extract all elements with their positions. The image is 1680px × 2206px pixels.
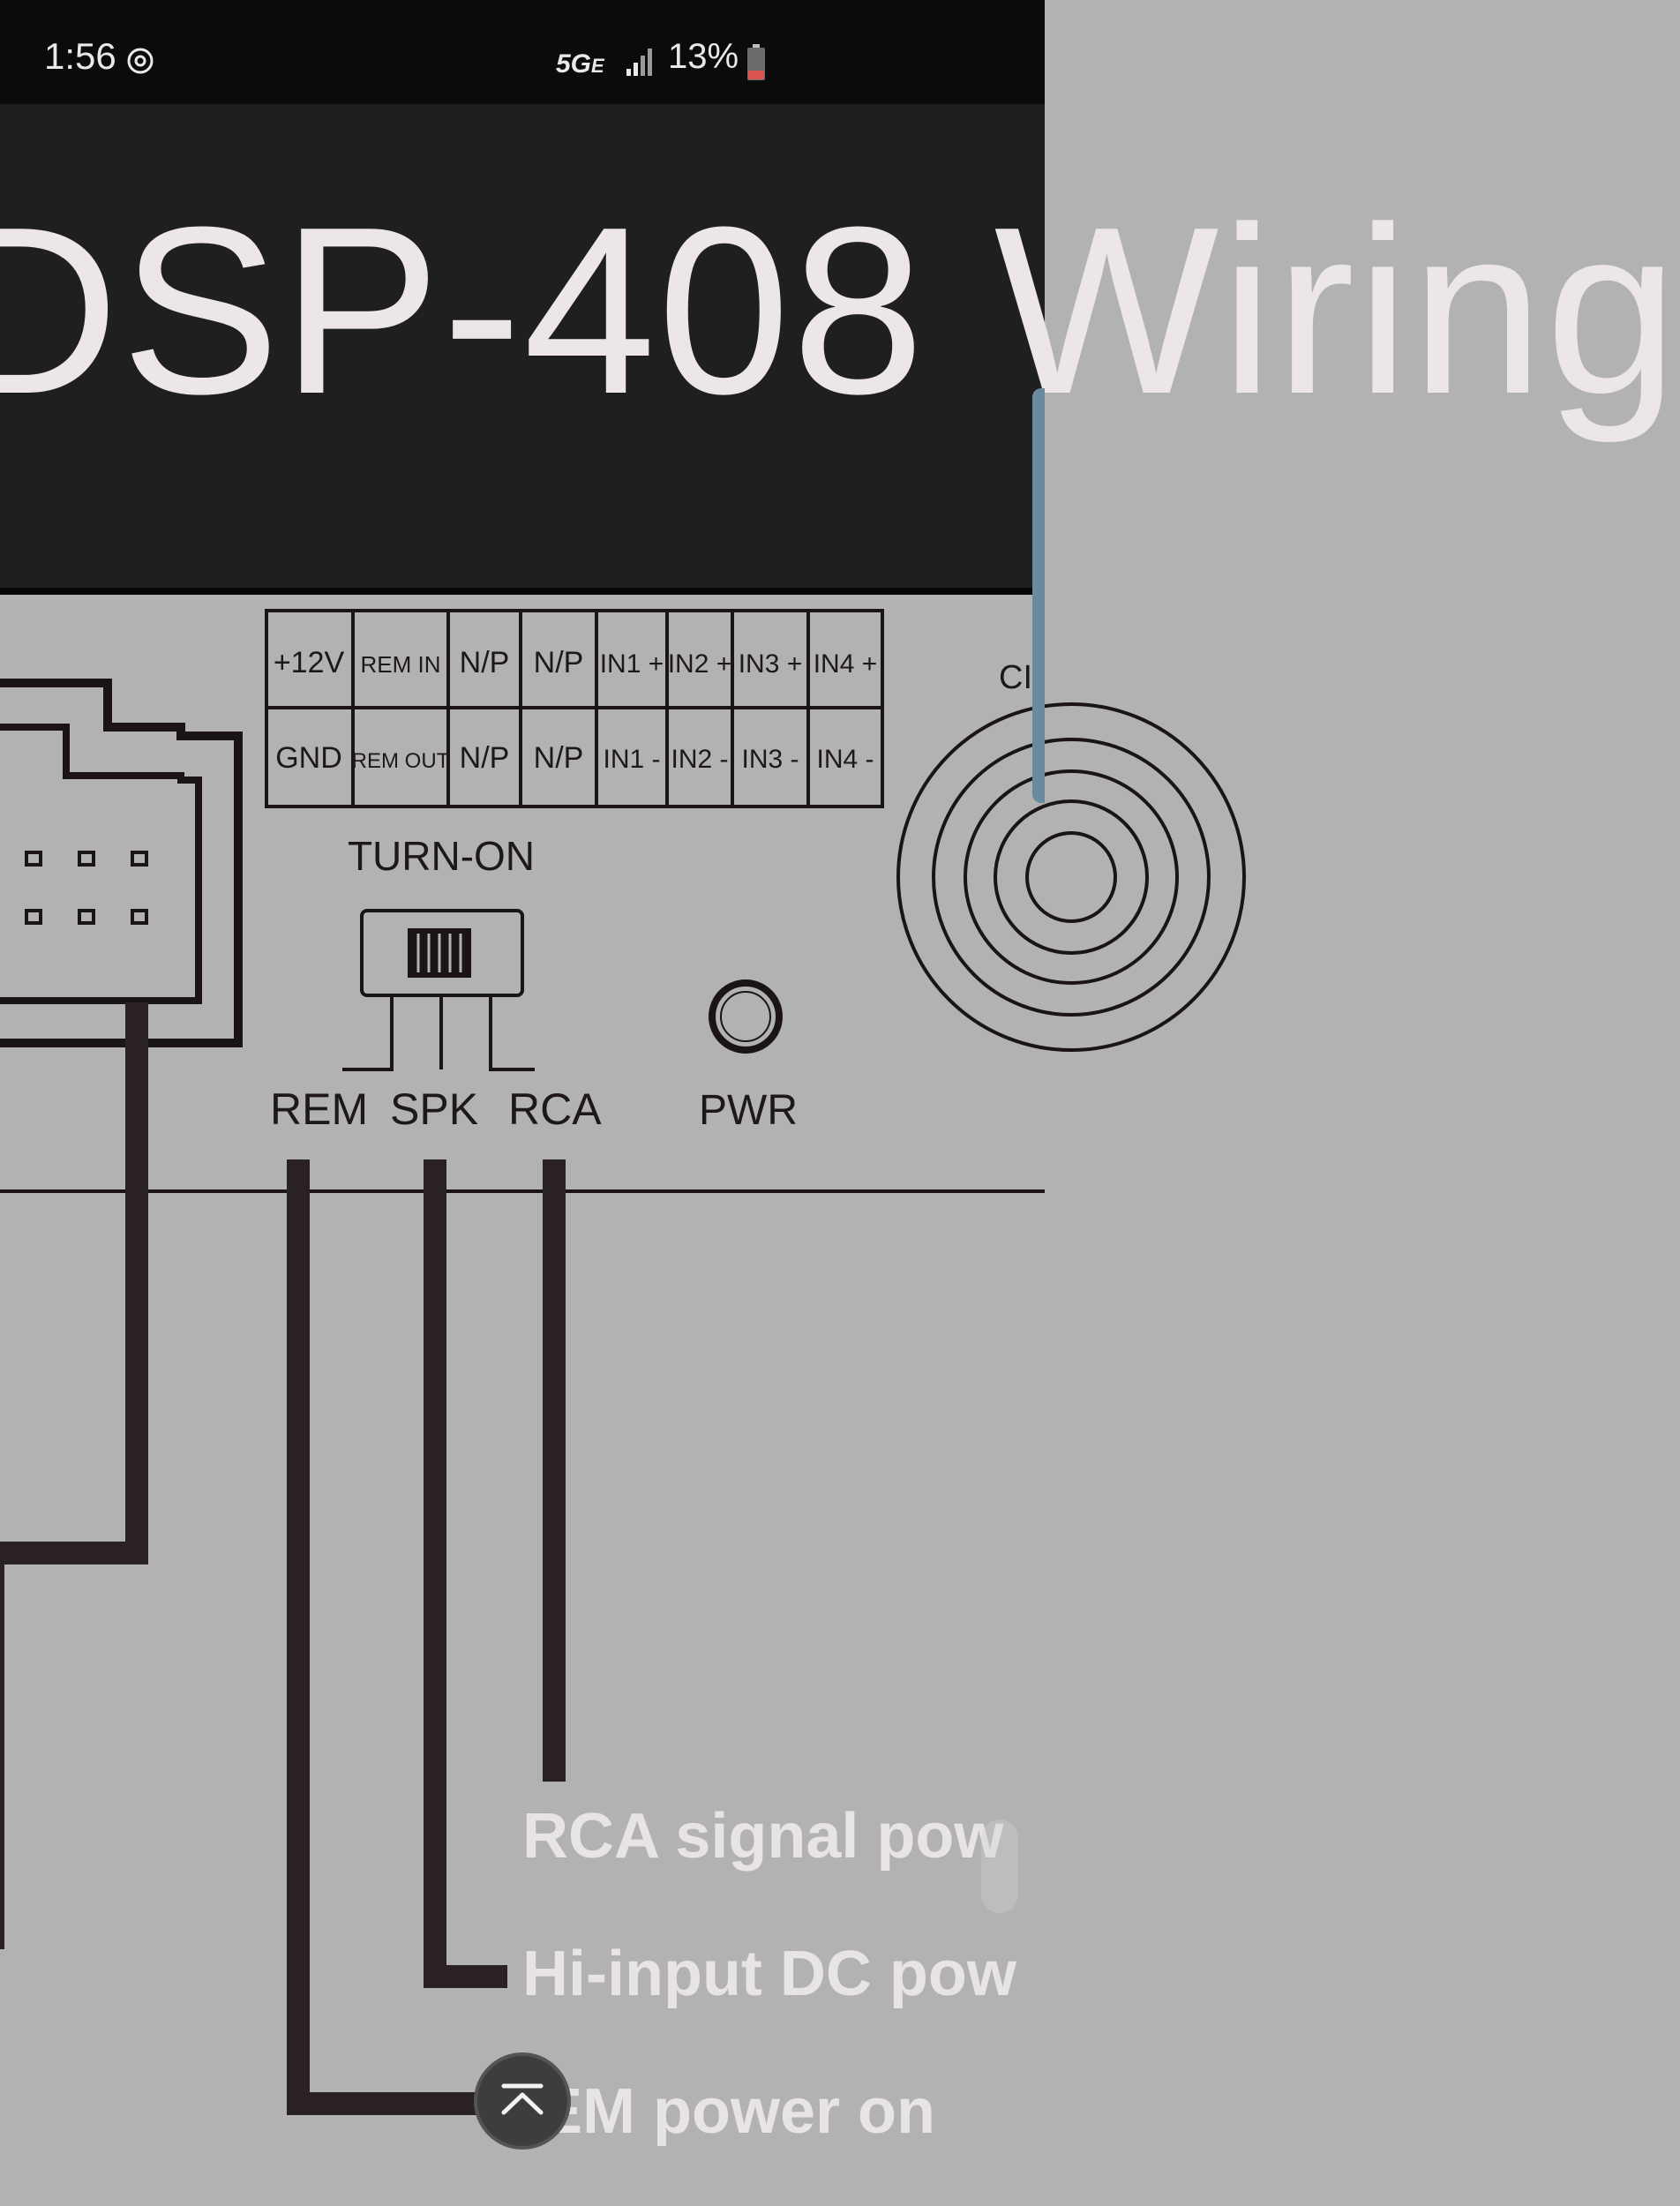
switch-label-rem: REM	[270, 1084, 368, 1134]
left-connector	[0, 679, 243, 1047]
scrollbar-thumb[interactable]	[981, 1820, 1018, 1913]
terminal-bottom-4: N/P	[534, 741, 584, 775]
caption-rca-signal: RCA signal pow	[522, 1801, 1004, 1872]
pwr-label: PWR	[699, 1087, 798, 1134]
terminal-bottom-3: N/P	[460, 741, 510, 775]
terminal-top-1: +12V	[274, 646, 345, 679]
terminal-top-8: IN4 +	[814, 649, 878, 679]
caption-hi-input: Hi-input DC pow	[522, 1939, 1016, 2009]
status-bar: 1:56 5GE 13%	[0, 0, 1045, 104]
terminal-top-5: IN1 +	[600, 649, 664, 679]
pwr-led	[709, 979, 783, 1054]
battery-low-icon	[747, 44, 765, 80]
battery-percent: 13%	[668, 37, 739, 76]
terminal-bottom-2: REM OUT	[352, 749, 450, 773]
switch-title: TURN-ON	[348, 833, 535, 879]
terminal-top-4: N/P	[534, 646, 584, 679]
round-connector-label: CI	[999, 659, 1032, 696]
switch-label-rca: RCA	[508, 1084, 602, 1134]
turn-on-switch	[342, 909, 535, 1071]
wiring-diagram: +12V REM IN N/P N/P IN1 + IN2 + IN3 + IN…	[0, 595, 1246, 2206]
terminal-bottom-1: GND	[275, 741, 342, 775]
terminal-block	[265, 609, 884, 808]
caption-rem-power: EM power on	[540, 2076, 935, 2147]
page-title: DSP-408 Wiring	[0, 178, 1680, 444]
switch-label-spk: SPK	[390, 1084, 478, 1134]
round-connector	[896, 702, 1246, 1052]
terminal-bottom-6: IN2 -	[671, 745, 728, 774]
terminal-top-3: N/P	[460, 646, 510, 679]
sync-icon	[127, 48, 154, 74]
signal-icon	[626, 49, 652, 76]
terminal-top-6: IN2 +	[668, 649, 732, 679]
chevron-up-icon	[501, 2083, 544, 2115]
scroll-to-top-button[interactable]	[477, 2056, 567, 2146]
terminal-bottom-8: IN4 -	[816, 745, 874, 774]
terminal-bottom-7: IN3 -	[741, 745, 799, 774]
terminal-bottom-5: IN1 -	[603, 745, 660, 774]
terminal-top-2: REM IN	[361, 651, 441, 678]
network-type: 5GE	[556, 49, 604, 79]
status-time: 1:56	[44, 35, 116, 77]
title-banner: DSP-408 Wiring	[0, 104, 1678, 588]
banner-divider	[0, 588, 1045, 595]
wires	[0, 1002, 566, 2115]
terminal-top-7: IN3 +	[739, 649, 803, 679]
side-panel-edge	[1032, 388, 1045, 803]
